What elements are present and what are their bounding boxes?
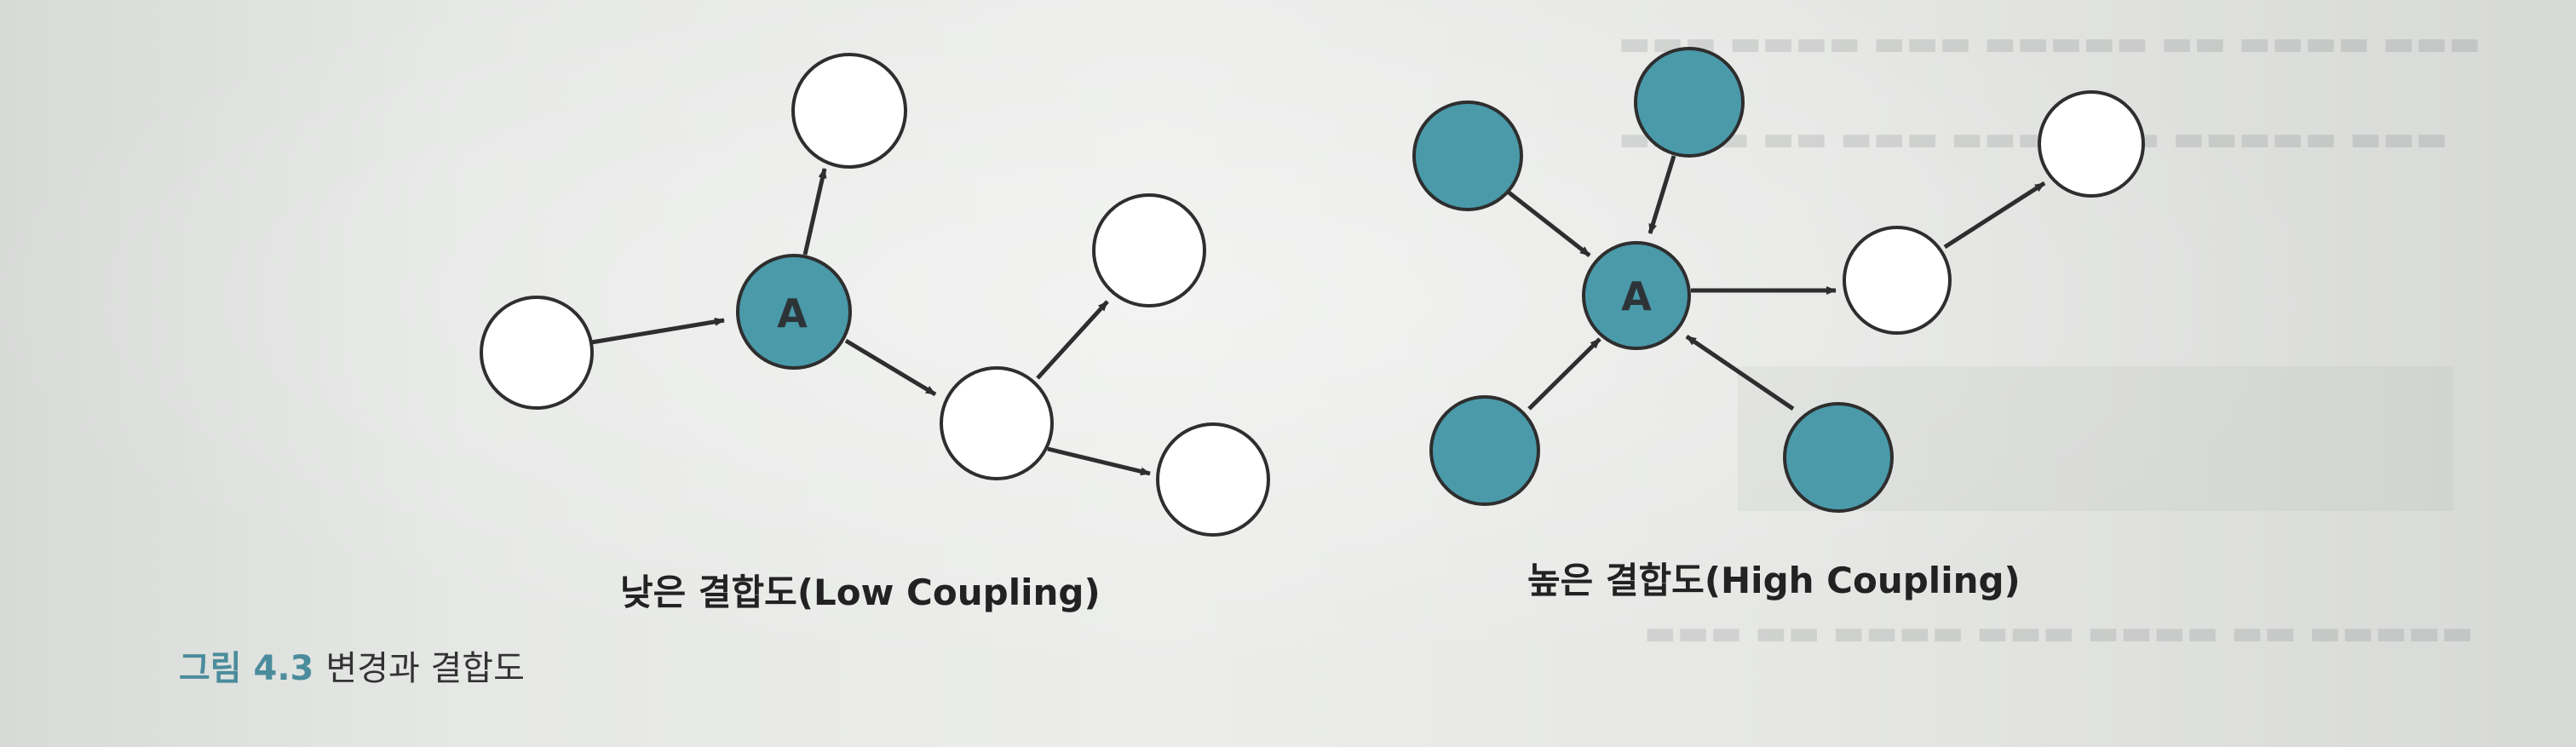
low-coupling-diagram: A — [480, 53, 1270, 537]
figure-caption: 그림 4.3 변경과 결합도 — [179, 641, 525, 690]
node-upper-left — [1412, 101, 1523, 211]
node-lower-left — [1429, 395, 1540, 506]
low-coupling-edges — [590, 168, 1151, 476]
high-coupling-edges — [1506, 155, 2046, 411]
node-upper-right — [1092, 193, 1206, 307]
node-far-right — [2038, 90, 2145, 198]
edge-right-to-far-right — [1943, 181, 2046, 250]
node-lower-right — [1156, 422, 1270, 537]
node-a-label: A — [777, 290, 808, 336]
node-top — [1634, 47, 1745, 158]
edge-middle-to-lower-right — [1047, 446, 1151, 476]
node-right — [1843, 226, 1952, 335]
edge-middle-to-upper-right — [1036, 300, 1109, 380]
bleed-through-text: ▬▬▬ ▬▬▬▬ ▬▬▬ ▬▬▬▬▬ ▬▬ ▬▬▬▬ ▬▬▬ — [1619, 24, 2482, 63]
edge-lower-left-to-a — [1527, 337, 1601, 411]
node-a-center — [1582, 241, 1691, 350]
figure-number: 그림 4.3 — [179, 649, 314, 688]
edge-upper-left-to-a — [1506, 190, 1591, 257]
node-a-center — [736, 254, 852, 370]
low-coupling-nodes — [480, 53, 1270, 537]
node-a-label: A — [1621, 273, 1652, 319]
low-coupling-caption: 낮은 결합도(Low Coupling) — [620, 572, 1101, 613]
edge-a-to-top — [802, 168, 827, 256]
figure-title: 변경과 결합도 — [325, 649, 525, 688]
node-middle — [940, 366, 1054, 480]
edge-a-to-middle — [844, 338, 937, 397]
bleed-through-text: ▬▬▬▬ ▬▬ ▬▬▬ ▬▬▬▬ ▬▬ ▬▬▬▬▬ ▬▬▬ — [1619, 119, 2449, 158]
high-coupling-diagram: A — [1412, 47, 2145, 513]
bleed-through-text: ▬▬▬ ▬▬ ▬▬▬▬ ▬▬▬ ▬▬▬▬ ▬▬ ▬▬▬▬▬ — [1644, 613, 2475, 652]
edge-left-to-a — [590, 317, 725, 345]
edge-top-to-a — [1647, 155, 1676, 234]
node-lower-right — [1783, 402, 1894, 513]
node-top — [791, 53, 907, 169]
high-coupling-nodes — [1412, 47, 2145, 513]
node-left — [480, 296, 594, 410]
edge-lower-right-to-a — [1685, 334, 1795, 411]
high-coupling-caption: 높은 결합도(High Coupling) — [1527, 560, 2021, 601]
